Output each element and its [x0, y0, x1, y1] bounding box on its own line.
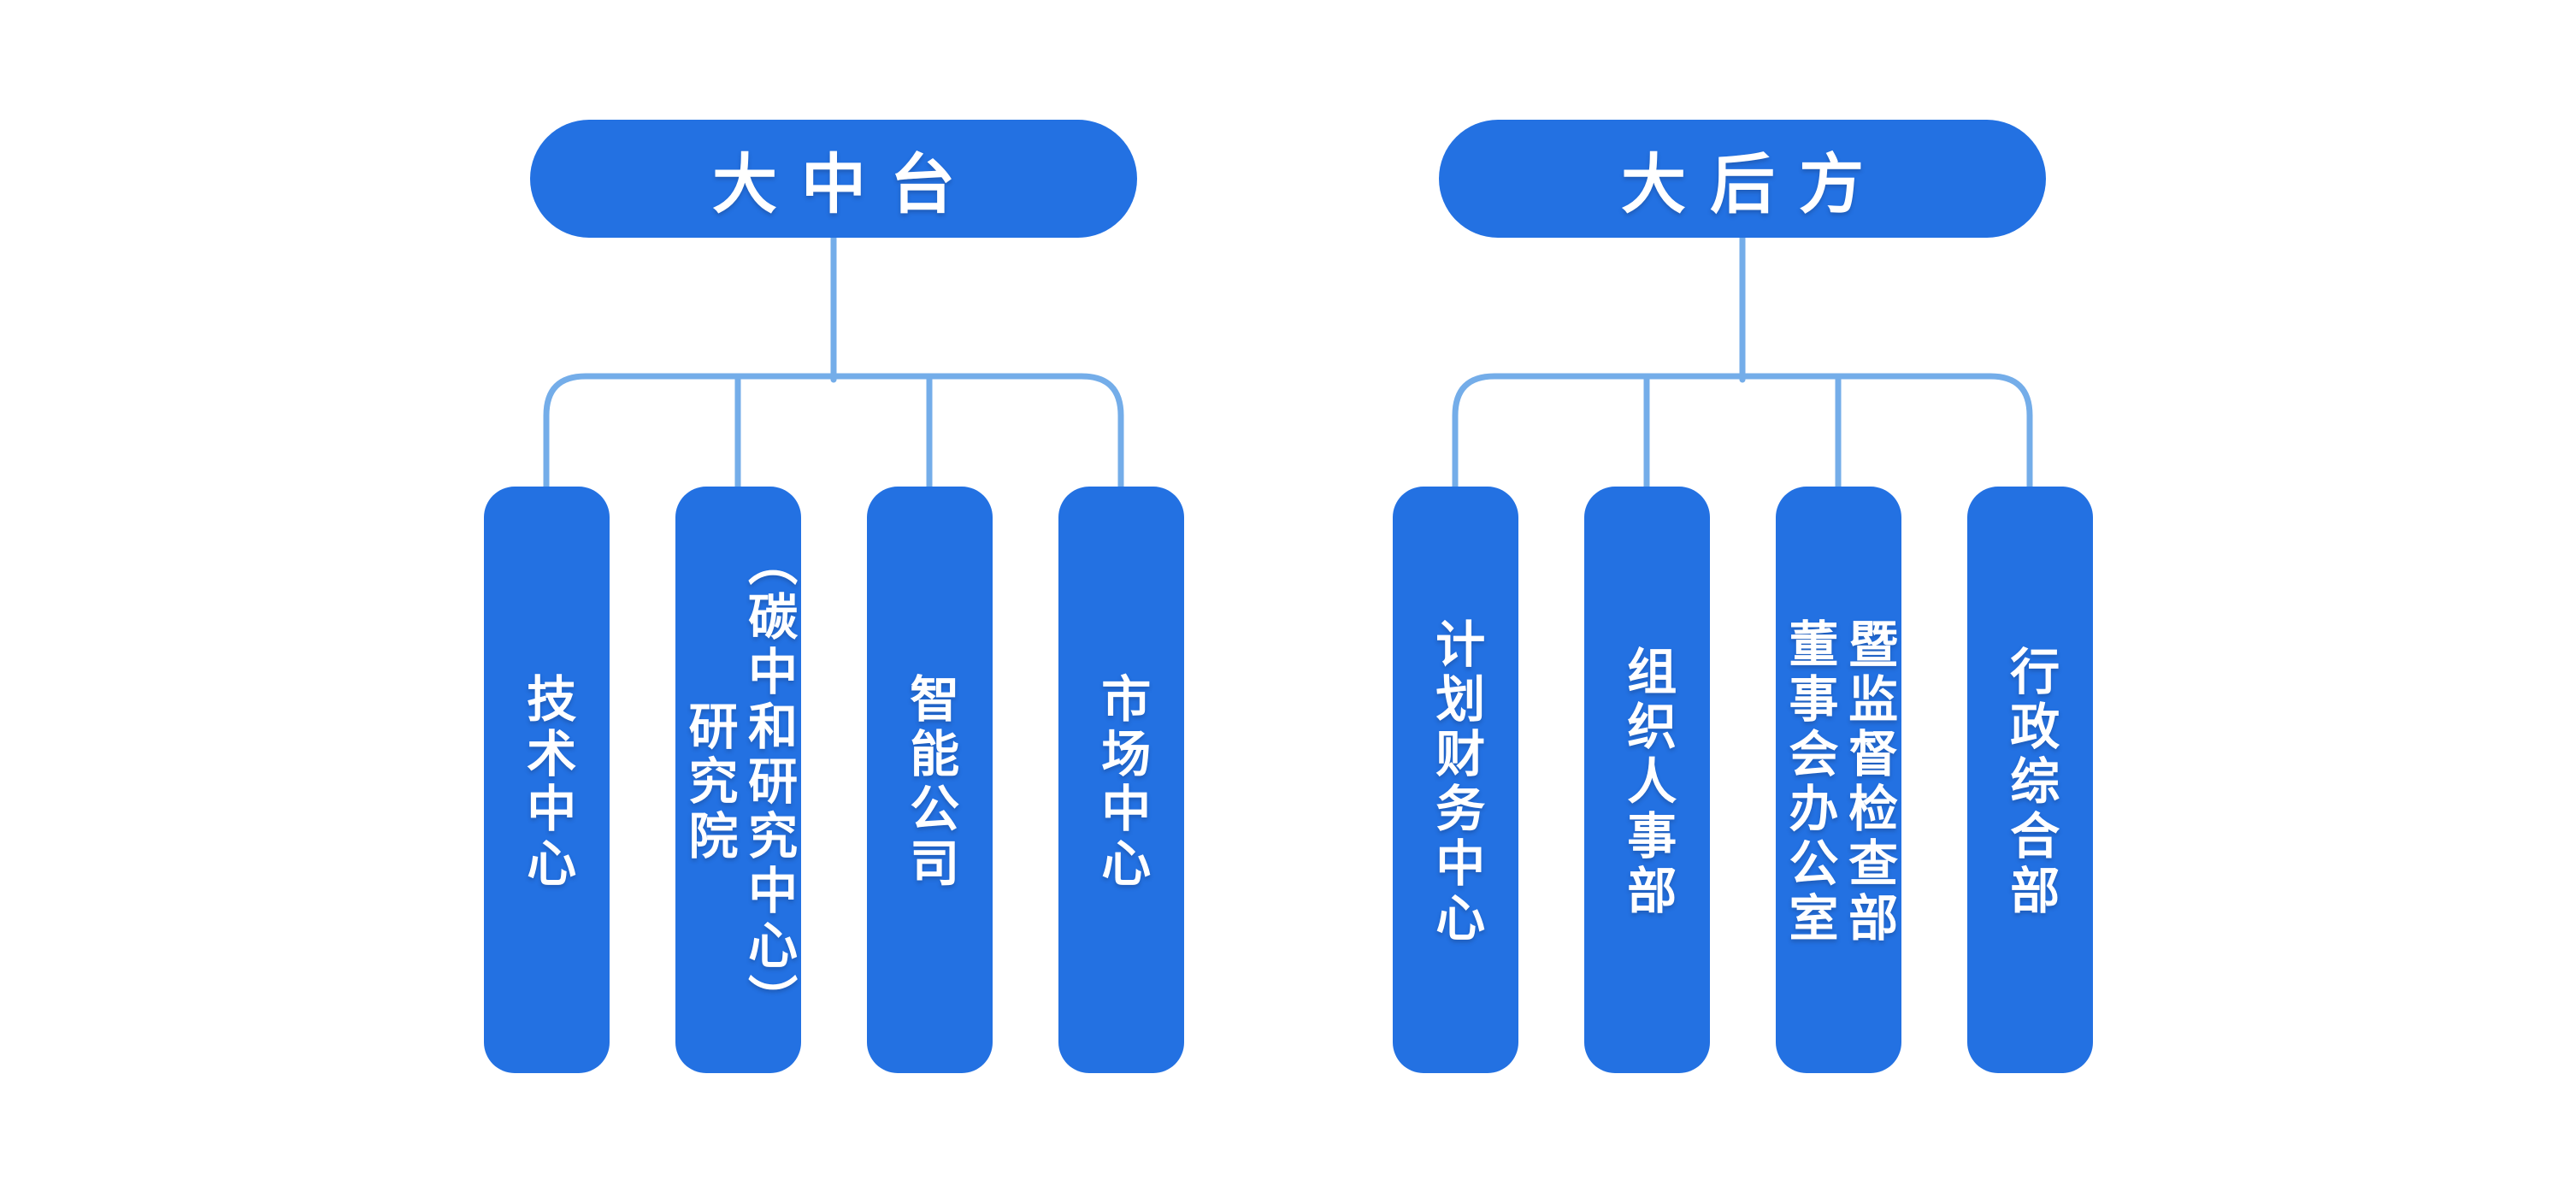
org-node-organization-hr-department[interactable]: 组织人事部 — [1584, 487, 1710, 1073]
org-node-board-office-supervision-department[interactable]: 董事会办公室 暨监督检查部 — [1776, 487, 1901, 1073]
org-node-label: 行政综合部 — [2001, 646, 2060, 919]
org-node-label: 暨监督检查部 — [1840, 618, 1899, 947]
org-node-label: （碳中和研究中心） — [740, 536, 799, 1029]
org-node-technology-center[interactable]: 技术中心 — [484, 487, 610, 1073]
org-root-rear-support[interactable]: 大后方 — [1439, 120, 2046, 238]
connector-bus-rear-support — [1452, 373, 2033, 491]
org-node-label: 技术中心 — [518, 673, 577, 892]
org-node-intelligent-company[interactable]: 智能公司 — [867, 487, 993, 1073]
org-root-label: 大中台 — [712, 146, 979, 222]
org-node-label: 市场中心 — [1093, 673, 1152, 892]
org-root-middle-platform[interactable]: 大中台 — [530, 120, 1137, 238]
connector-bus-middle-platform — [543, 373, 1124, 491]
org-node-label: 智能公司 — [901, 673, 960, 892]
org-node-label: 计划财务中心 — [1427, 618, 1486, 947]
org-node-label: 研究院 — [680, 700, 739, 864]
org-node-label: 组织人事部 — [1618, 646, 1677, 919]
org-root-label: 大后方 — [1621, 146, 1888, 222]
org-node-administration-general-department[interactable]: 行政综合部 — [1967, 487, 2093, 1073]
org-node-label: 董事会办公室 — [1780, 618, 1839, 947]
org-node-market-center[interactable]: 市场中心 — [1058, 487, 1184, 1073]
org-node-planning-finance-center[interactable]: 计划财务中心 — [1393, 487, 1518, 1073]
org-node-research-institute[interactable]: 研究院 （碳中和研究中心） — [675, 487, 801, 1073]
